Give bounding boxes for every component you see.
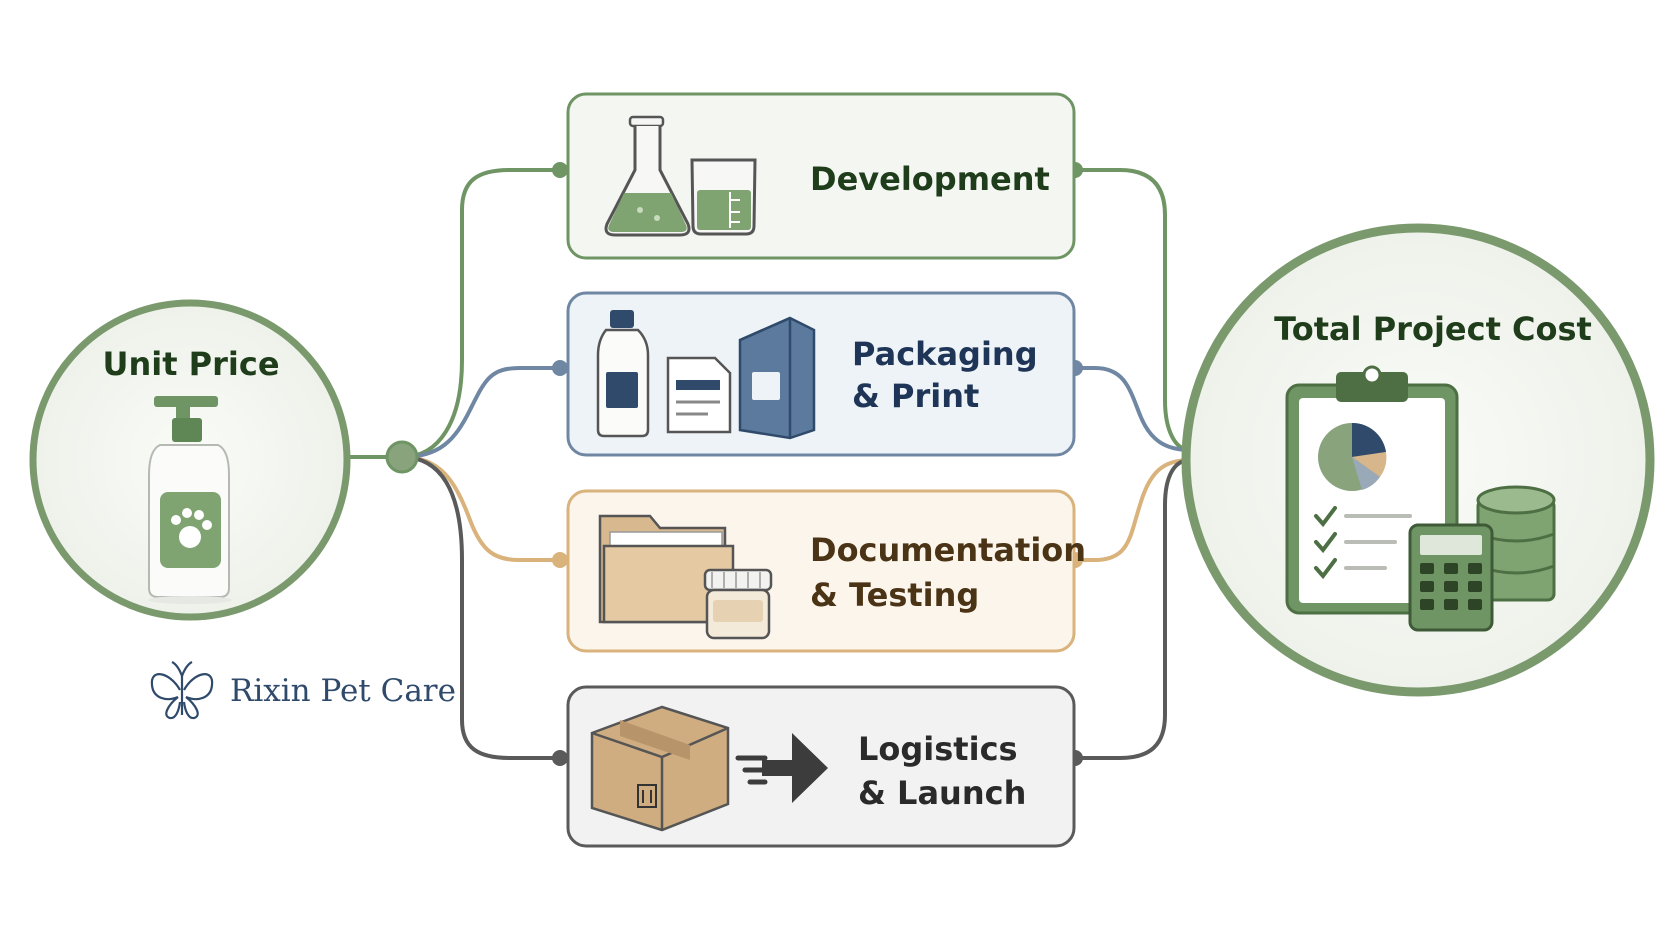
bottle-icon <box>596 310 650 438</box>
stage-documentation: Documentation & Testing <box>566 489 1097 653</box>
connector-development-in <box>401 168 560 459</box>
stage-label-packaging: Packaging & Print <box>852 335 1049 415</box>
connector-logistics-in <box>401 455 560 760</box>
brand-name: Rixin Pet Care <box>230 673 456 709</box>
sample-jar-icon <box>703 568 773 640</box>
dot-packaging-left <box>552 360 568 376</box>
label-sheet-icon <box>666 356 732 434</box>
connector-documentation-in <box>401 455 560 562</box>
total-project-cost-label: Total Project Cost <box>1274 310 1592 348</box>
stage-label-documentation: Documentation & Testing <box>810 531 1097 614</box>
arrow-right-icon <box>735 733 828 803</box>
connectors-right <box>1075 168 1191 760</box>
stage-logistics: Logistics & Launch <box>566 685 1076 848</box>
stage-label-packaging-line1: Packaging <box>852 335 1038 373</box>
pump-bottle-icon <box>148 396 232 604</box>
shipping-box-icon <box>590 705 730 832</box>
stage-label-development-line1: Development <box>810 160 1050 198</box>
butterfly-icon <box>150 661 214 720</box>
carton-box-icon <box>738 316 816 440</box>
dot-development-left <box>552 162 568 178</box>
hub-node <box>385 440 419 474</box>
stage-label-logistics-line2: & Launch <box>858 774 1026 812</box>
lab-flask-icon <box>604 115 691 237</box>
stage-packaging: Packaging & Print <box>566 291 1076 457</box>
stage-label-development: Development <box>810 160 1050 198</box>
stage-label-packaging-line2: & Print <box>852 377 979 415</box>
stage-label-documentation-line1: Documentation <box>810 531 1086 569</box>
unit-price-node: Unit Price <box>29 299 351 621</box>
calculator-icon <box>1408 523 1494 632</box>
brand-logo: Rixin Pet Care <box>150 661 456 720</box>
connector-packaging-out <box>1075 366 1191 452</box>
stage-label-logistics-line1: Logistics <box>858 730 1018 768</box>
stage-label-documentation-line2: & Testing <box>810 576 979 614</box>
connector-development-out <box>1075 168 1191 452</box>
dot-logistics-left <box>552 750 568 766</box>
connector-documentation-out <box>1075 458 1191 562</box>
unit-price-label: Unit Price <box>102 345 279 383</box>
pie-chart-icon <box>1318 422 1387 491</box>
connector-logistics-out <box>1075 458 1191 760</box>
dot-documentation-left <box>552 552 568 568</box>
beaker-icon <box>690 158 757 236</box>
total-project-cost-node: Total Project Cost <box>1181 223 1655 697</box>
connector-packaging-in <box>401 366 560 459</box>
connectors-left <box>350 168 560 760</box>
checklist-icon <box>1314 506 1412 580</box>
stage-development: Development <box>566 92 1076 260</box>
stage-label-logistics: Logistics & Launch <box>858 730 1029 812</box>
